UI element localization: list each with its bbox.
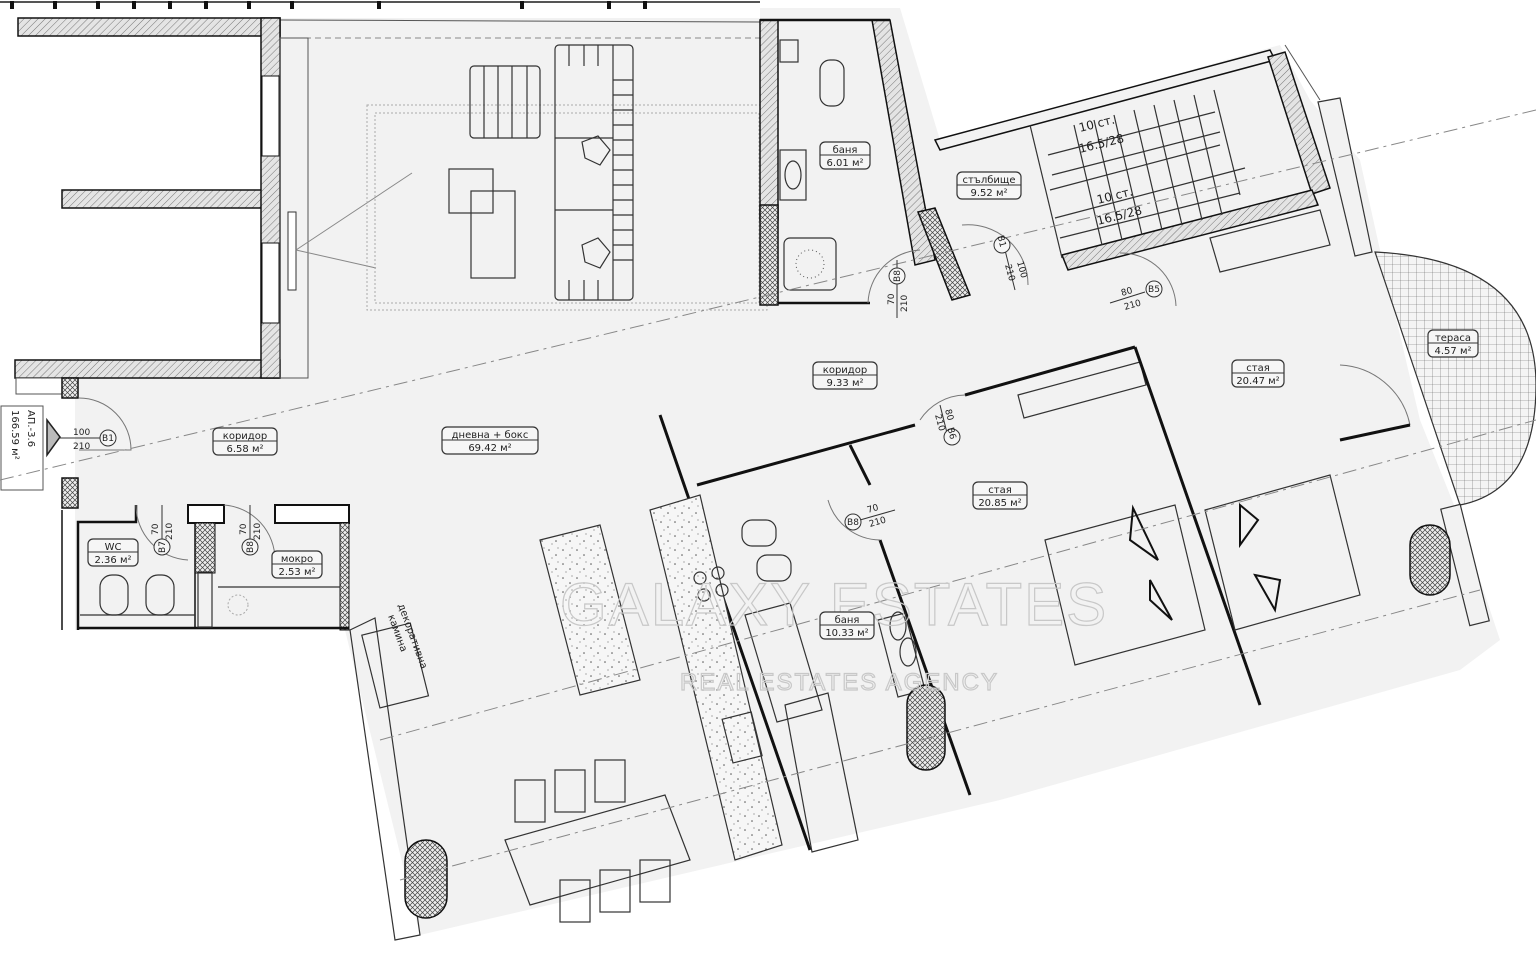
svg-text:210: 210 bbox=[868, 515, 888, 529]
svg-text:B8: B8 bbox=[847, 518, 859, 528]
entry-walls bbox=[61, 377, 132, 630]
room-label-bath-mid: баня 10.33 м² bbox=[819, 611, 875, 640]
svg-text:69.42 м²: 69.42 м² bbox=[468, 443, 511, 454]
unit-tag: АП.-3.6 166.59 м² bbox=[0, 405, 61, 491]
svg-text:70: 70 bbox=[239, 523, 249, 535]
room-label-stairwell: стълбище 9.52 м² bbox=[956, 171, 1022, 200]
svg-text:6.01 м²: 6.01 м² bbox=[827, 158, 864, 169]
svg-text:80: 80 bbox=[1120, 286, 1134, 299]
svg-text:B1: B1 bbox=[102, 434, 114, 444]
door-tag-b6: 80 210 B6 bbox=[932, 404, 961, 446]
room-labels: коридор 6.58 м² дневна + бокс 69.42 м² б… bbox=[87, 141, 1479, 640]
svg-text:9.33 м²: 9.33 м² bbox=[827, 378, 864, 389]
guide-lines bbox=[0, 109, 1536, 881]
bathroom-top bbox=[759, 18, 972, 306]
room-label-living: дневна + бокс 69.42 м² bbox=[441, 426, 539, 455]
living-furniture bbox=[366, 44, 768, 311]
svg-text:70: 70 bbox=[151, 523, 161, 535]
svg-text:стая: стая bbox=[988, 485, 1011, 496]
svg-text:дневна + бокс: дневна + бокс bbox=[452, 430, 529, 441]
svg-text:B7: B7 bbox=[158, 541, 168, 553]
svg-text:WC: WC bbox=[105, 542, 122, 553]
room-label-laundry: мокро 2.53 м² bbox=[271, 550, 323, 579]
svg-text:210: 210 bbox=[165, 523, 175, 540]
door-tag-b8-bath-mid: 70 210 B8 bbox=[844, 503, 896, 531]
svg-text:6.58 м²: 6.58 м² bbox=[227, 444, 264, 455]
beds bbox=[1044, 474, 1451, 666]
top-facade bbox=[0, 1, 761, 39]
svg-text:B1: B1 bbox=[995, 234, 1008, 248]
door-tag-b8-laundry: 70 210 B8 bbox=[239, 505, 263, 556]
unit-id: АП.-3.6 bbox=[25, 410, 36, 447]
svg-text:стая: стая bbox=[1246, 363, 1269, 374]
svg-text:B8: B8 bbox=[893, 270, 903, 282]
door-tag-b1-entry: 100 210 B1 bbox=[60, 428, 117, 452]
svg-text:9.52 м²: 9.52 м² bbox=[971, 188, 1008, 199]
svg-text:B6: B6 bbox=[945, 426, 958, 440]
wc-block bbox=[76, 504, 350, 631]
svg-text:100: 100 bbox=[73, 428, 90, 438]
svg-text:100: 100 bbox=[1014, 260, 1028, 279]
svg-text:210: 210 bbox=[73, 442, 90, 452]
svg-text:210: 210 bbox=[932, 413, 946, 432]
svg-text:баня: баня bbox=[833, 145, 858, 156]
wardrobes bbox=[1017, 209, 1331, 419]
door-tag-b1-stair: 100 210 B1 bbox=[993, 234, 1028, 291]
door-tags: 100 210 B1 70 210 B7 70 210 B8 70 210 B8 bbox=[60, 234, 1163, 556]
svg-text:10.33 м²: 10.33 м² bbox=[825, 628, 868, 639]
room-label-bedroom-right: стая 20.47 м² bbox=[1231, 359, 1285, 388]
bathroom-mid bbox=[741, 519, 946, 853]
room-label-corridor-entry: коридор 6.58 м² bbox=[212, 427, 278, 456]
room-label-bedroom-mid: стая 20.85 м² bbox=[972, 481, 1028, 510]
door-tag-b5: 80 210 B5 bbox=[1109, 280, 1163, 313]
svg-text:баня: баня bbox=[835, 615, 860, 626]
svg-text:B8: B8 bbox=[246, 541, 256, 553]
svg-text:210: 210 bbox=[900, 295, 910, 312]
svg-text:2.36 м²: 2.36 м² bbox=[95, 555, 132, 566]
svg-text:мокро: мокро bbox=[281, 554, 313, 565]
door-tag-b7: 70 210 B7 bbox=[151, 505, 175, 556]
svg-text:тераса: тераса bbox=[1435, 333, 1471, 344]
watermark-line2: REAL ESTATES AGENCY bbox=[680, 669, 999, 696]
svg-text:70: 70 bbox=[866, 503, 880, 516]
svg-text:210: 210 bbox=[1123, 298, 1143, 312]
svg-text:B5: B5 bbox=[1148, 285, 1160, 295]
svg-text:коридор: коридор bbox=[823, 365, 867, 376]
room-label-terrace: тераса 4.57 м² bbox=[1427, 329, 1479, 358]
svg-text:4.57 м²: 4.57 м² bbox=[1435, 346, 1472, 357]
svg-text:коридор: коридор bbox=[223, 431, 267, 442]
svg-text:80: 80 bbox=[942, 408, 955, 422]
svg-text:2.53 м²: 2.53 м² bbox=[279, 567, 316, 578]
svg-text:210: 210 bbox=[253, 523, 263, 540]
room-label-bath-top: баня 6.01 м² bbox=[819, 141, 871, 170]
interior-walls bbox=[658, 345, 1262, 851]
svg-text:20.47 м²: 20.47 м² bbox=[1236, 376, 1279, 387]
svg-text:210: 210 bbox=[1002, 263, 1016, 282]
left-walls bbox=[14, 17, 413, 395]
floor-area bbox=[75, 8, 1500, 935]
unit-area: 166.59 м² bbox=[9, 410, 20, 460]
svg-text:стълбище: стълбище bbox=[962, 175, 1015, 186]
svg-text:70: 70 bbox=[887, 293, 897, 305]
right-facade bbox=[1284, 44, 1373, 257]
svg-text:20.85 м²: 20.85 м² bbox=[978, 498, 1021, 509]
door-tag-b8-bath-top: 70 210 B8 bbox=[887, 260, 910, 318]
kitchen bbox=[539, 494, 783, 861]
room-label-wc: WC 2.36 м² bbox=[87, 538, 139, 567]
room-label-corridor-mid: коридор 9.33 м² bbox=[812, 361, 878, 390]
